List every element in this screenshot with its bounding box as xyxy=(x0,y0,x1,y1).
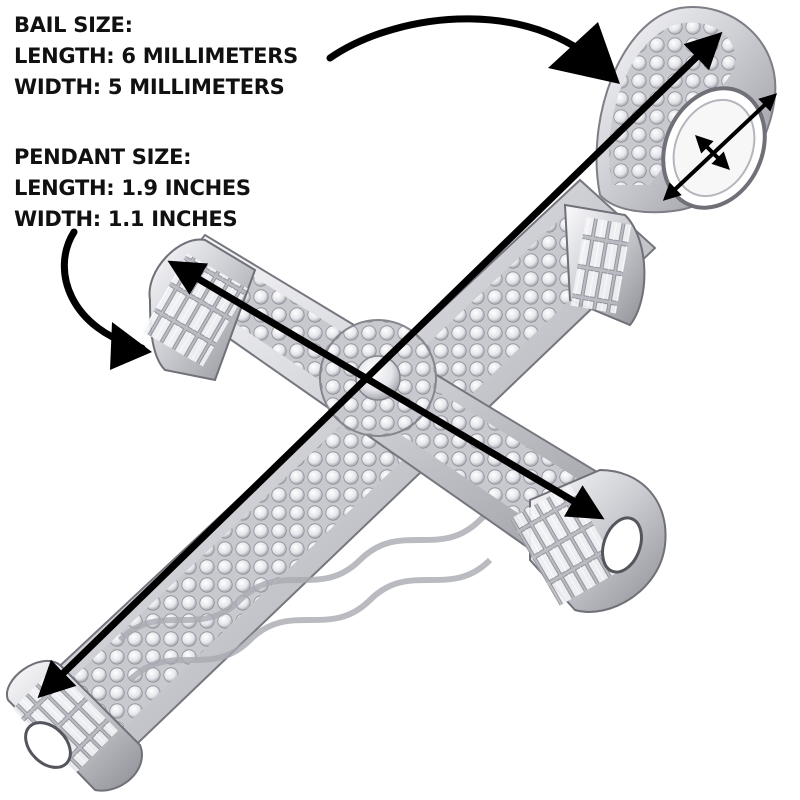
bail-width-text: WIDTH: 5 MILLIMETERS xyxy=(14,75,285,99)
pendant-size-heading: PENDANT SIZE: xyxy=(14,145,192,169)
bail-size-label: BAIL SIZE: LENGTH: 6 MILLIMETERS WIDTH: … xyxy=(14,10,298,103)
pendant-width-arrow xyxy=(167,260,605,520)
cross-center xyxy=(319,319,437,437)
pendant-length-text: LENGTH: 1.9 INCHES xyxy=(14,176,251,200)
end-cap-top-left xyxy=(142,238,257,382)
pendant-pointer-arrow xyxy=(60,228,146,352)
pendant-width-text: WIDTH: 1.1 INCHES xyxy=(14,207,238,231)
pendant-pointer-arrowhead xyxy=(110,322,152,370)
pendant-size-label: PENDANT SIZE: LENGTH: 1.9 INCHES WIDTH: … xyxy=(14,142,251,235)
bail-length-arrow-short xyxy=(695,135,730,170)
bail-size-heading: BAIL SIZE: xyxy=(14,13,133,37)
bail-length-text: LENGTH: 6 MILLIMETERS xyxy=(14,44,298,68)
bail-pointer-arrowhead xyxy=(548,22,620,84)
